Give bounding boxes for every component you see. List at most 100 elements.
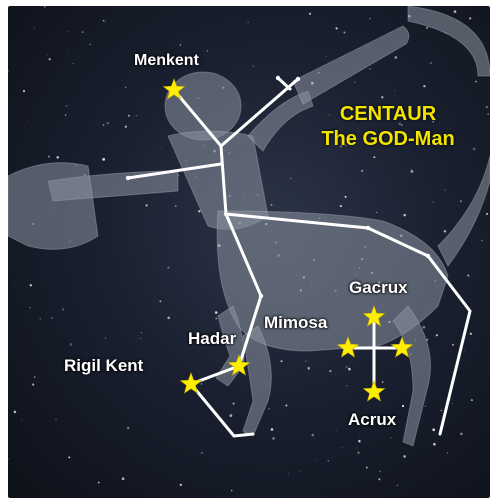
star-club (296, 77, 300, 81)
background-star (107, 122, 109, 124)
background-star (441, 410, 442, 411)
background-star (311, 434, 314, 437)
background-star (39, 318, 41, 320)
background-star (167, 317, 170, 320)
background-star (125, 87, 126, 88)
star-label-rigil-kent: Rigil Kent (64, 356, 143, 376)
background-star (426, 27, 428, 29)
background-star (436, 334, 438, 336)
background-star (44, 6, 46, 8)
background-star (345, 196, 347, 198)
background-star (66, 105, 68, 107)
background-star (253, 66, 254, 67)
background-star (70, 343, 73, 346)
background-star (201, 452, 203, 454)
background-star (28, 120, 29, 121)
background-star (180, 44, 181, 45)
background-star (136, 115, 137, 116)
background-star (306, 361, 307, 362)
background-star (378, 478, 380, 480)
background-star (452, 403, 453, 404)
star-acrux (364, 381, 385, 401)
centaur-figure (8, 6, 490, 446)
background-star (447, 452, 448, 453)
background-star (288, 473, 289, 474)
background-star (82, 31, 84, 33)
background-star (161, 148, 162, 149)
background-star (403, 214, 406, 217)
background-star (102, 158, 105, 161)
background-star (23, 90, 25, 92)
background-star (68, 31, 69, 32)
background-star (382, 381, 384, 383)
background-star (167, 267, 169, 269)
background-star (433, 201, 434, 202)
background-star (471, 399, 473, 401)
background-star (369, 18, 370, 19)
background-star (248, 22, 249, 23)
night-sky: CENTAUR The GOD-Man Menkent Hadar Rigil … (8, 6, 490, 498)
background-star (452, 344, 454, 346)
constellation-title: CENTAUR The GOD-Man (308, 102, 468, 152)
star-club-tip (276, 76, 280, 80)
background-star (307, 367, 310, 370)
background-star (47, 55, 48, 56)
background-star (470, 333, 472, 335)
background-star (444, 230, 447, 233)
background-star (366, 467, 368, 469)
background-star (460, 200, 462, 202)
background-star (357, 448, 358, 449)
background-star (32, 384, 34, 386)
background-star (326, 56, 327, 57)
background-star (340, 205, 342, 207)
background-star (454, 10, 457, 13)
background-star (55, 419, 56, 420)
background-star (376, 212, 377, 213)
background-star (336, 430, 337, 431)
background-star (140, 338, 142, 340)
background-star (379, 470, 381, 472)
background-star (15, 281, 16, 282)
background-star (21, 419, 22, 420)
background-star (467, 275, 469, 277)
background-star (180, 484, 182, 486)
background-star (411, 170, 414, 173)
background-star (391, 437, 392, 438)
star-label-gacrux: Gacrux (349, 278, 408, 298)
background-star (215, 311, 218, 314)
background-star (105, 338, 106, 339)
background-star (327, 460, 329, 462)
background-star (486, 106, 488, 108)
background-star (203, 315, 204, 316)
background-star (198, 210, 200, 212)
background-star (433, 443, 436, 446)
background-star (299, 471, 300, 472)
background-star (90, 44, 91, 45)
star-label-mimosa: Mimosa (264, 313, 327, 333)
background-star (369, 68, 370, 69)
star-arm-end (126, 176, 130, 180)
background-star (46, 59, 47, 60)
star-foreleg (259, 294, 263, 298)
background-star (423, 85, 425, 87)
background-star (230, 414, 233, 417)
background-star (381, 96, 383, 98)
background-star (395, 90, 396, 91)
background-star (329, 370, 331, 372)
background-star (272, 437, 274, 439)
background-star (51, 317, 52, 318)
background-star (127, 427, 129, 429)
background-star (49, 58, 51, 60)
background-star (8, 70, 9, 71)
background-star (141, 332, 142, 333)
background-star (315, 459, 316, 460)
background-star (423, 326, 426, 329)
background-star (14, 411, 17, 414)
title-line-1: CENTAUR (308, 102, 468, 126)
background-star (343, 31, 345, 33)
background-star (361, 170, 363, 172)
star-rump (426, 254, 430, 258)
background-star (34, 376, 35, 377)
background-star (62, 308, 64, 310)
